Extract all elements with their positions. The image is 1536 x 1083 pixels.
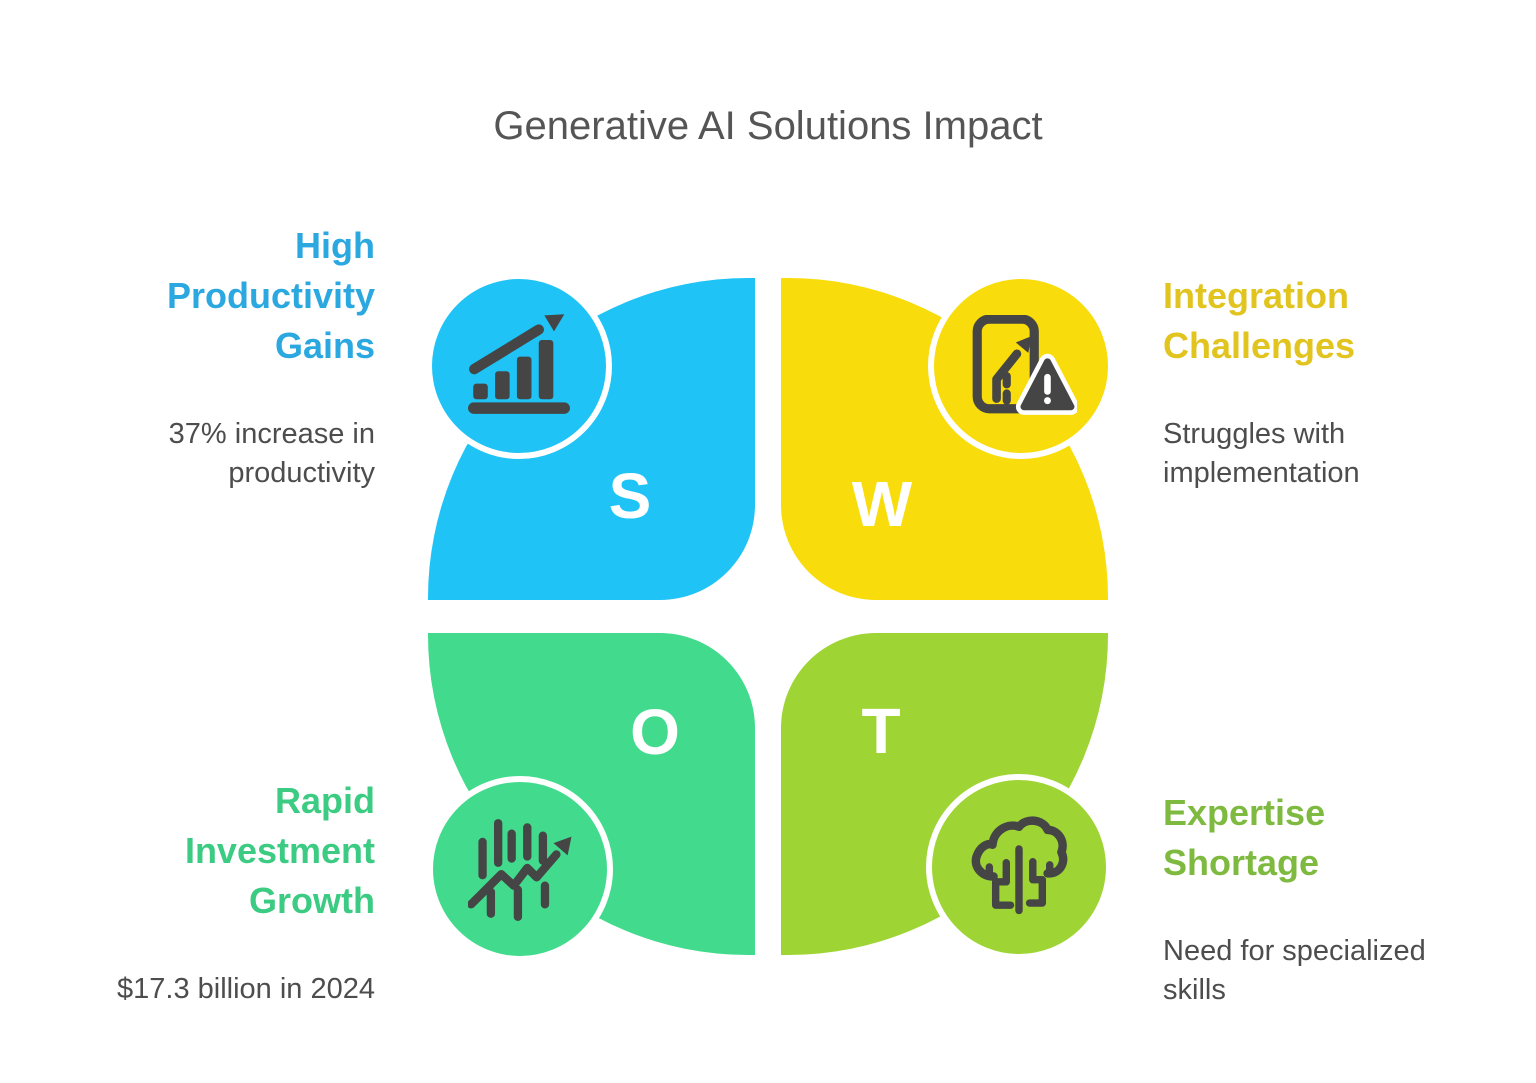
opportunities-heading: Rapid Investment Growth: [184, 780, 375, 921]
letter-o: O: [630, 696, 680, 768]
opportunities-description: $17.3 billion in 2024: [117, 973, 375, 1005]
cloud-circuit-icon: [966, 814, 1072, 920]
threats-description: Need for specialized skills: [1163, 935, 1426, 1006]
threats-heading: Expertise Shortage: [1163, 792, 1326, 883]
weaknesses-description: Struggles with implementation: [1163, 418, 1360, 489]
strengths-description: 37% increase in productivity: [168, 418, 375, 489]
opportunities-text-block: Rapid Investment Growth $17.3 billion in…: [75, 758, 375, 1027]
page-title: Generative AI Solutions Impact: [493, 104, 1043, 148]
weaknesses-heading: Integration Challenges: [1163, 275, 1356, 366]
weaknesses-text-block: Integration Challenges Struggles with im…: [1163, 253, 1493, 511]
candlestick-growth-icon: [468, 817, 572, 921]
strengths-heading: High Productivity Gains: [166, 225, 375, 366]
threats-icon-circle: [926, 774, 1112, 960]
strengths-text-block: High Productivity Gains 37% increase in …: [75, 203, 375, 511]
strengths-icon-circle: [426, 273, 612, 459]
letter-t: T: [861, 695, 901, 767]
threats-text-block: Expertise Shortage Need for specialized …: [1163, 770, 1503, 1028]
opportunities-icon-circle: [427, 776, 613, 962]
growth-bar-chart-icon: [467, 314, 571, 418]
letter-w: W: [851, 468, 913, 540]
device-warning-icon: [965, 315, 1077, 417]
weaknesses-icon-circle: [928, 273, 1114, 459]
letter-s: S: [608, 460, 652, 532]
